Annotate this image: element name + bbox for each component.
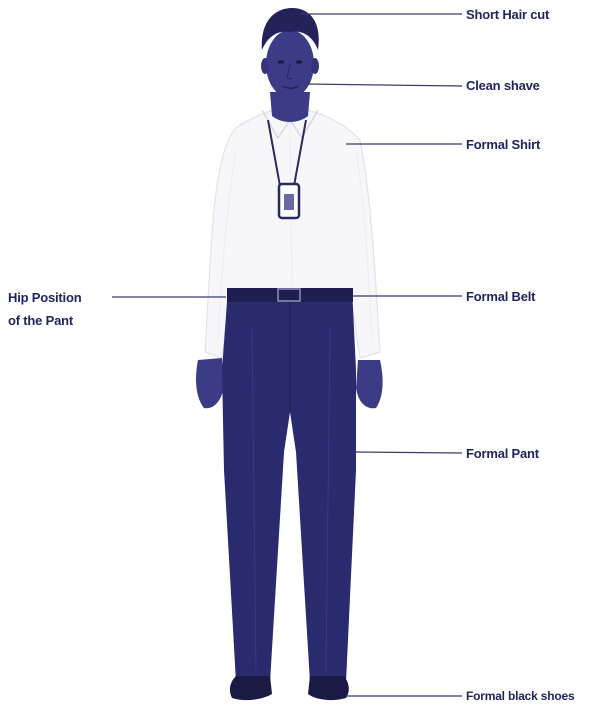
label-formal-black-shoes: Formal black shoes	[466, 689, 574, 704]
leader-line-pant	[354, 452, 462, 453]
leader-line-shave	[304, 84, 462, 86]
formal-pant	[222, 288, 356, 682]
label-formal-belt: Formal Belt	[466, 289, 535, 304]
label-clean-shave: Clean shave	[466, 78, 540, 93]
head	[261, 8, 319, 122]
label-short-hair-cut: Short Hair cut	[466, 7, 549, 22]
label-formal-pant: Formal Pant	[466, 446, 539, 461]
label-formal-shirt: Formal Shirt	[466, 137, 540, 152]
formal-black-shoes	[230, 676, 349, 700]
label-hip-position-line2: of the Pant	[8, 313, 73, 328]
formal-belt	[227, 288, 353, 302]
label-hip-position-line1: Hip Position	[8, 290, 81, 305]
